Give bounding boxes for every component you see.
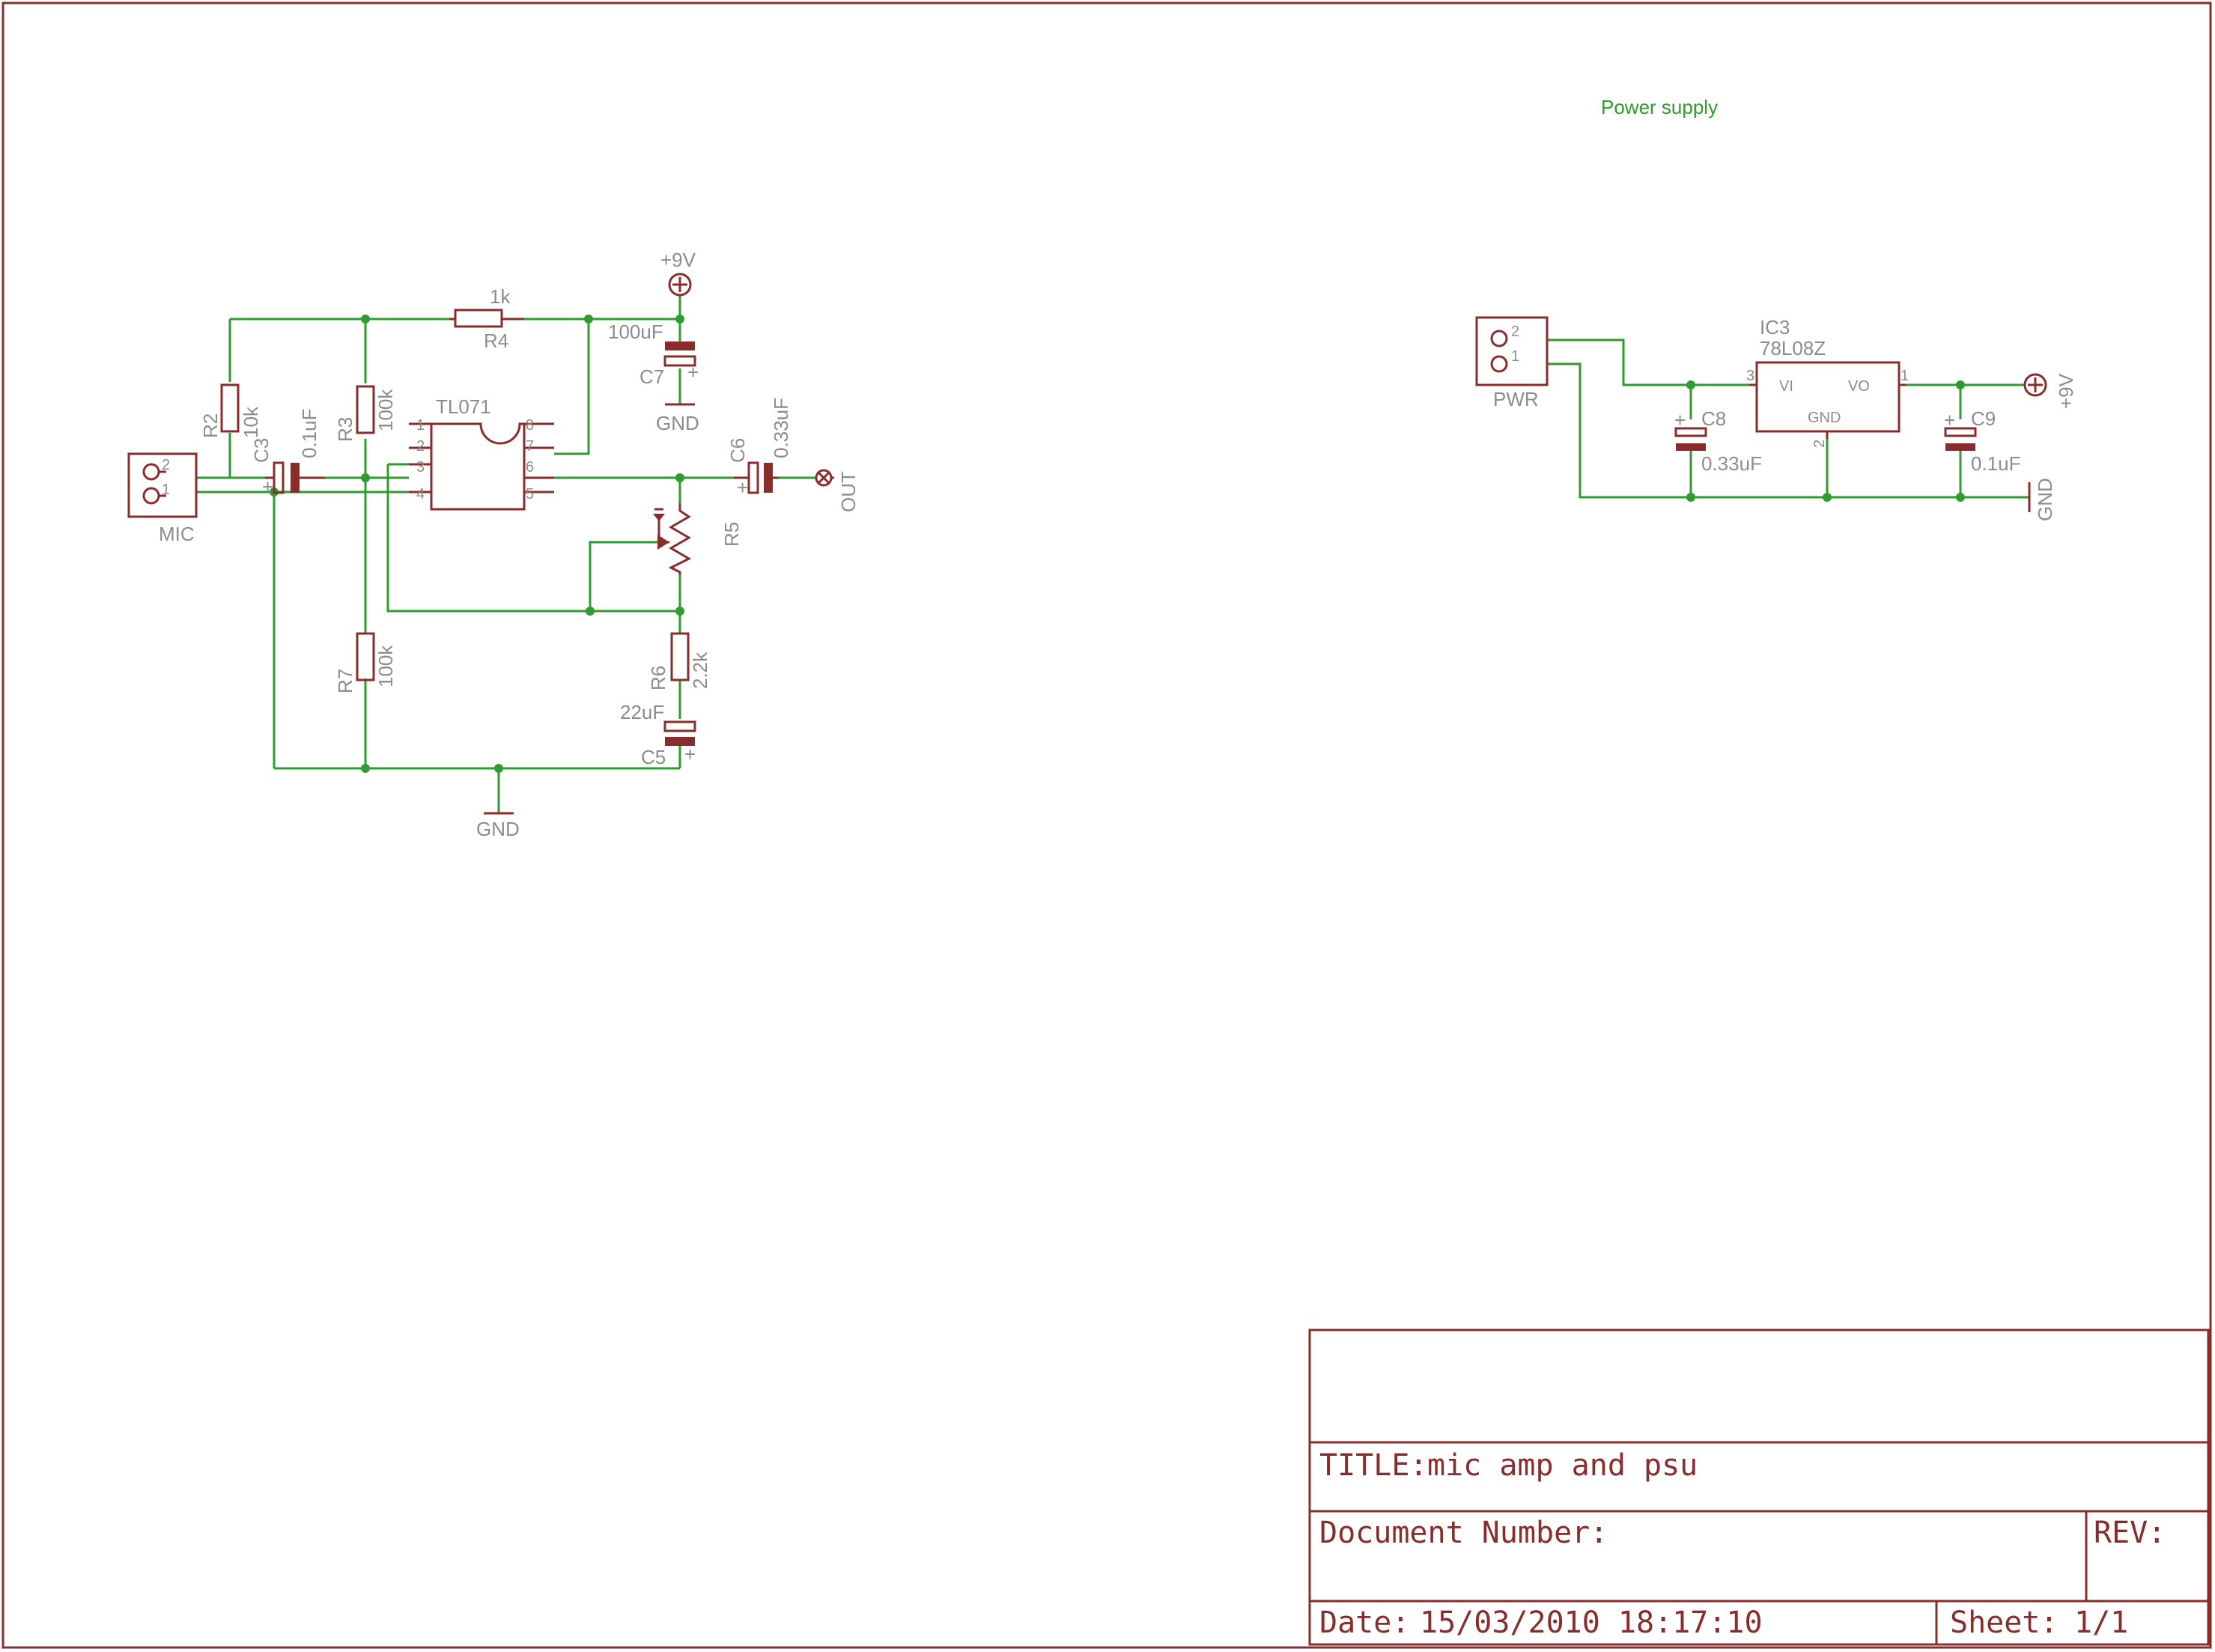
out-label: OUT	[837, 471, 860, 512]
r4-ref: R4	[484, 330, 508, 352]
r6-ref: R6	[647, 666, 669, 690]
svg-text:8: 8	[526, 417, 534, 434]
svg-text:2: 2	[416, 438, 425, 455]
gnd-symbol-c7: GND	[656, 403, 699, 434]
svg-text:GND: GND	[2034, 478, 2056, 521]
svg-text:1: 1	[162, 482, 170, 498]
title-label: TITLE:	[1319, 1448, 1428, 1483]
r4-value: 1k	[490, 285, 511, 308]
svg-text:+: +	[262, 476, 273, 498]
r3-value: 100k	[374, 389, 397, 431]
svg-text:+: +	[737, 476, 748, 499]
opamp-tl071: TL071 1 2 3 4 5 6 7 8	[409, 395, 554, 511]
ic3-value: 78L08Z	[1760, 337, 1826, 359]
gnd-symbol-right: GND	[2028, 478, 2056, 521]
c5-ref: C5	[641, 746, 666, 768]
svg-text:6: 6	[526, 459, 534, 476]
gnd-symbol-bottom: GND	[476, 812, 520, 840]
c5-value: 22uF	[620, 701, 664, 723]
tl071-label: TL071	[436, 395, 491, 418]
resistor-r4: 1k R4	[449, 285, 524, 352]
date-value: 15/03/2010 18:17:10	[1420, 1606, 1763, 1640]
svg-text:+: +	[684, 743, 696, 765]
capacitor-c8: + C8 0.33uF	[1674, 407, 1762, 475]
vcc-label-right: +9V	[2055, 373, 2077, 409]
resistor-r7: R7 100k	[334, 632, 397, 693]
resistor-r3: R3 100k	[334, 385, 397, 442]
c3-value: 0.1uF	[298, 409, 320, 459]
c6-value: 0.33uF	[770, 398, 792, 458]
r5-ref: R5	[720, 522, 743, 547]
pwr-connector: 2 1 PWR	[1475, 316, 1549, 410]
mic-label: MIC	[159, 523, 195, 545]
document-number-label: Document Number:	[1319, 1516, 1608, 1550]
date-label: Date:	[1319, 1606, 1409, 1640]
c8-ref: C8	[1701, 407, 1726, 430]
pwr-label: PWR	[1493, 388, 1539, 410]
c9-value: 0.1uF	[1971, 452, 2021, 475]
capacitor-c9: + C9 0.1uF	[1944, 407, 2021, 475]
capacitor-c7: + 100uF C7	[608, 321, 699, 388]
capacitor-c6: + C6 0.33uF	[726, 398, 792, 499]
r2-value: 10k	[240, 406, 262, 438]
capacitor-c5: + 22uF C5	[620, 701, 696, 768]
c3-ref: C3	[250, 438, 273, 463]
resistor-r6: R6 2.2k	[647, 632, 711, 690]
r7-ref: R7	[334, 669, 356, 693]
svg-text:5: 5	[526, 486, 534, 502]
svg-text:GND: GND	[656, 412, 699, 434]
svg-text:+: +	[1674, 409, 1686, 431]
title-value: mic amp and psu	[1427, 1448, 1698, 1483]
svg-text:GND: GND	[476, 818, 520, 840]
potentiometer-r5: R5	[653, 503, 743, 575]
svg-text:2: 2	[1511, 324, 1519, 340]
svg-text:4: 4	[416, 486, 425, 502]
svg-text:7: 7	[526, 438, 534, 455]
svg-text:VO: VO	[1848, 378, 1870, 395]
svg-text:1: 1	[1511, 348, 1519, 365]
svg-text:3: 3	[416, 459, 425, 476]
svg-text:GND: GND	[1808, 410, 1841, 426]
capacitor-c3: + C3 0.1uF	[250, 409, 325, 498]
ic3-ref: IC3	[1760, 316, 1790, 338]
sheet-label: Sheet:	[1950, 1606, 2058, 1640]
c6-ref: C6	[726, 438, 749, 463]
vcc-symbol-right: +9V	[2023, 373, 2077, 409]
r3-ref: R3	[334, 417, 356, 442]
svg-text:2: 2	[162, 457, 170, 473]
regulator-ic3: IC3 78L08Z VI VO GND 3 1 2	[1746, 316, 1909, 448]
junctions	[270, 315, 1965, 773]
svg-text:1: 1	[1900, 368, 1909, 384]
c9-ref: C9	[1971, 407, 1996, 430]
r7-value: 100k	[374, 645, 397, 687]
svg-text:+: +	[1944, 409, 1955, 431]
svg-text:2: 2	[1811, 440, 1828, 448]
c7-ref: C7	[639, 365, 664, 388]
svg-text:1: 1	[416, 417, 425, 434]
vcc-label-left: +9V	[660, 249, 696, 271]
r2-ref: R2	[199, 413, 222, 438]
svg-text:VI: VI	[1779, 378, 1793, 395]
sheet-value: 1/1	[2074, 1606, 2128, 1640]
r6-value: 2.2k	[689, 652, 711, 689]
svg-text:3: 3	[1746, 368, 1754, 384]
c8-value: 0.33uF	[1701, 452, 1762, 475]
mic-connector: 2 1 MIC	[127, 452, 198, 545]
rev-label: REV:	[2094, 1516, 2166, 1550]
out-terminal: OUT	[815, 469, 860, 512]
power-supply-note: Power supply	[1601, 96, 1718, 118]
vcc-symbol-left: +9V	[660, 249, 696, 297]
title-block: TITLE: mic amp and psu Document Number: …	[1308, 1328, 2210, 1646]
svg-text:+: +	[687, 361, 699, 383]
c7-value: 100uF	[608, 321, 663, 343]
resistor-r2: R2 10k	[199, 383, 262, 438]
